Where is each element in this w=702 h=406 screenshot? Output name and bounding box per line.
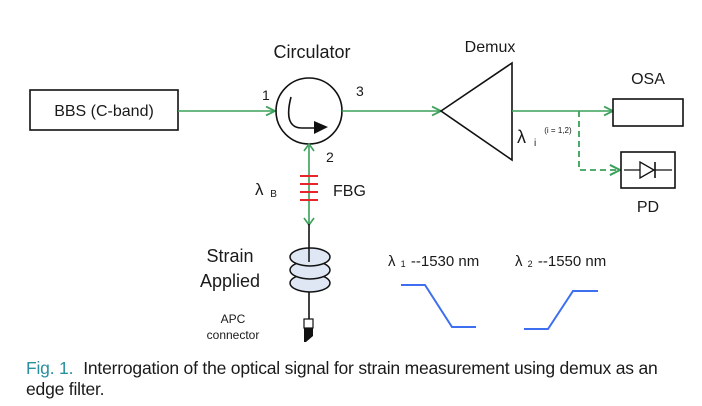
demux-output-wavelength-label: λ i (i = 1,2) [517,126,572,150]
port-1-label: 1 [262,87,270,103]
fbg-grating-icon [300,175,318,201]
photodetector: PD [620,151,676,216]
apc-connector-icon [303,318,314,342]
circulator-direction-icon [287,96,316,129]
pd-label: PD [637,199,659,216]
circulator-label: Circulator [273,42,350,62]
osa: OSA [612,71,684,127]
edge-filter-2-label: λ 2 --1550 nm [515,253,606,271]
edge-filter-2: λ 2 --1550 nm [515,253,606,330]
osa-label: OSA [631,71,665,88]
falling-edge-icon [401,284,476,328]
edge-filter-1-label: λ 1 --1530 nm [388,253,479,271]
strain-label-line1: Strain [206,246,253,266]
figure-caption: Fig. 1.Interrogation of the optical sign… [26,358,696,400]
bragg-wavelength-label: λ B [255,180,277,200]
edge-filter-1: λ 1 --1530 nm [388,253,479,328]
demux-label: Demux [465,39,516,56]
bbs-label: BBS (C-band) [54,103,154,120]
connector-label-line1: APC [221,312,246,326]
caption-text: Interrogation of the optical signal for … [26,358,658,399]
rising-edge-icon [524,290,598,330]
fbg-branch: FBG λ B [255,142,366,227]
port-3-label: 3 [356,83,364,99]
circulator: Circulator 1 3 2 [262,42,364,165]
fbg-label: FBG [333,183,366,200]
port-2-label: 2 [326,149,334,165]
connector-label-line2: connector [207,328,260,342]
photodiode-icon [624,160,672,180]
bbs-source: BBS (C-band) [29,89,179,131]
demux: Demux λ i (i = 1,2) [439,39,572,162]
figure-label: Fig. 1. [26,358,74,378]
strain-label-line2: Applied [200,271,260,291]
strain-coil-icon [289,247,331,293]
